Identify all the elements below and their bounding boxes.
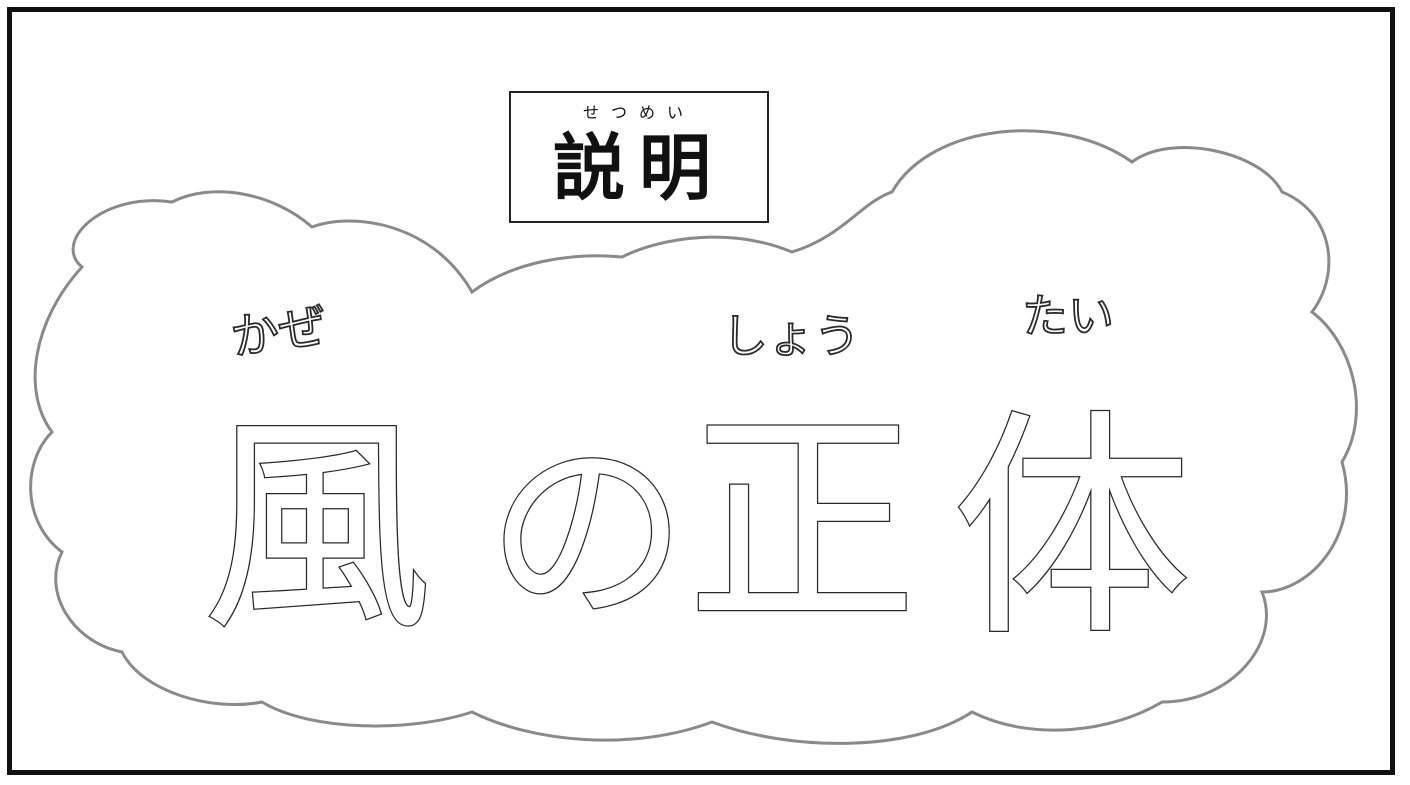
label-text: 説明	[552, 126, 725, 210]
title-char-no: の	[487, 417, 687, 650]
title-char-shou: 正	[687, 390, 917, 657]
ruby-tai: たい	[1022, 289, 1114, 343]
page-frame: 風 の 正 体 かぜ しょう たい せつめい 説明	[7, 7, 1395, 775]
label-ruby: せつめい	[582, 103, 695, 122]
explanation-label-box: せつめい 説明	[509, 91, 769, 223]
title-char-tai: 体	[952, 389, 1192, 669]
ruby-shou: しょう	[722, 309, 860, 363]
title-char-kaze: 風	[202, 395, 432, 662]
cloud-shape: 風 の 正 体 かぜ しょう たい	[29, 129, 1358, 745]
